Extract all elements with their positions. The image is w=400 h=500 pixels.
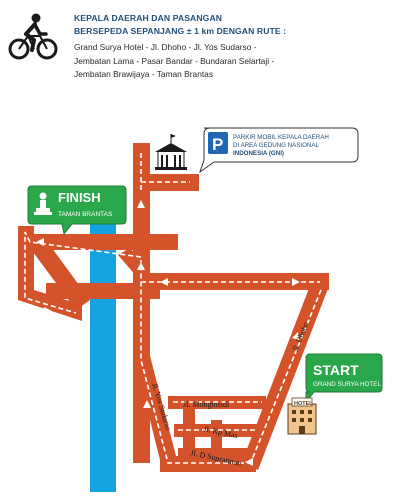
route-arrow-icon [24,150,322,464]
road-jembatan-lama [46,283,160,299]
parking-icon [208,132,228,154]
parking-line-3: INDONESIA (GNI) [233,150,284,157]
hotel-sign: HOTEL [294,401,313,407]
building-icon [155,134,187,170]
road-gni-vertical [133,143,150,253]
bicycle-icon [8,13,58,60]
road-network [18,143,329,472]
route-line-3: Jembatan Brawijaya - Taman Brantas [74,69,214,79]
route-line-2: Jembatan Lama - Pasar Bandar - Bundaran … [74,55,275,66]
finish-sign: FINISH TAMAN BRANTAS [27,185,127,236]
header: KEPALA DAERAH DAN PASANGAN BERSEPEDA SEP… [0,0,400,80]
monument-icon [34,192,52,215]
start-title: START [313,362,359,378]
start-sign: START GRAND SURYA HOTEL [305,353,383,404]
road-right-branch [118,248,150,278]
finish-title: FINISH [58,190,101,205]
title-block: KEPALA DAERAH DAN PASANGAN BERSEPEDA SEP… [74,12,394,82]
start-subtitle: GRAND SURYA HOTEL [313,381,381,388]
parking-symbol: P [212,135,223,154]
route-line-1: Grand Surya Hotel - Jl. Dhoho - Jl. Yos … [74,42,257,52]
street-label-monginsidi: Jl. Monginsidi [183,400,230,409]
parking-line-2: DI AREA GEDUNG NASIONAL [233,142,320,149]
road-inner-vertical-1 [183,396,195,468]
finish-subtitle: TAMAN BRANTAS [58,211,113,218]
hotel-icon: HOTEL [287,397,317,435]
river [90,222,116,492]
parking-line-1: PARKIR MOBIL KEPALA DAERAH [233,134,329,141]
parking-callout: P PARKIR MOBIL KEPALA DAERAH DI AREA GED… [199,127,359,174]
road-inner-vertical-2 [211,420,222,464]
route-arrowheads [36,200,300,466]
road-dhoho [242,278,329,470]
title-line-2: BERSEPEDA SEPANJANG ± 1 km DENGAN RUTE : [74,26,287,36]
route-description: Grand Surya Hotel - Jl. Dhoho - Jl. Yos … [74,41,394,82]
road-yos-sudarso [133,352,176,460]
title-line-1: KEPALA DAERAH DAN PASANGAN [74,13,223,23]
